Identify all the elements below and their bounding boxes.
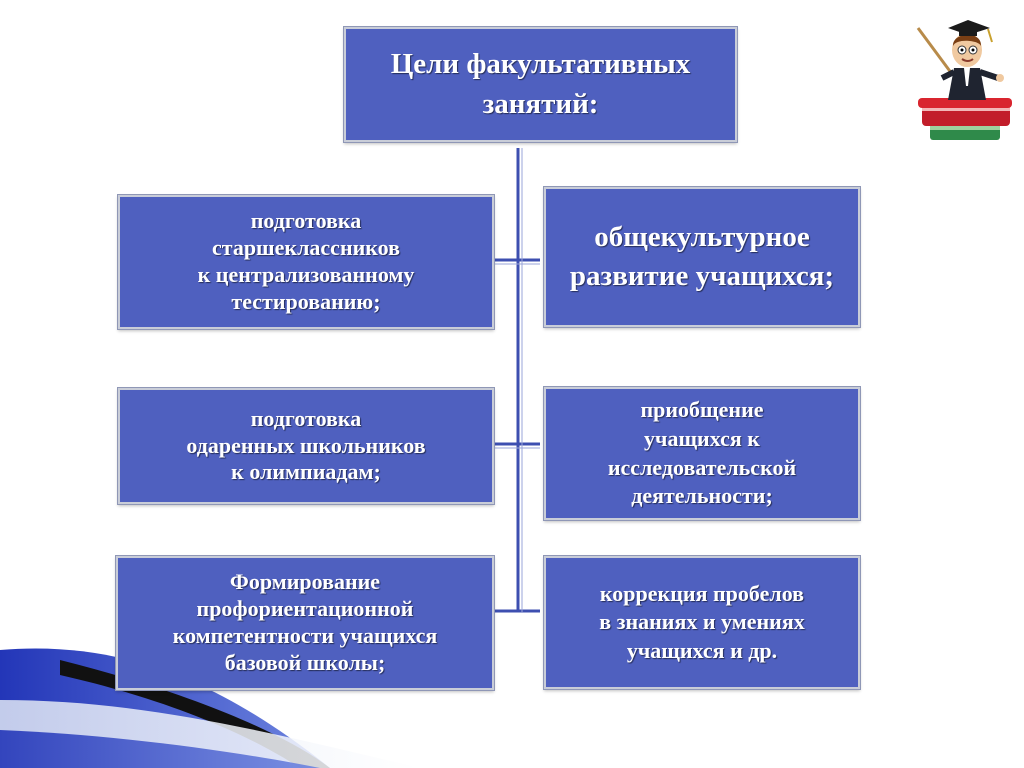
root-goals-title: Цели факультативных занятий:	[390, 48, 691, 120]
goal-text: коррекция пробелов в знаниях и умениях у…	[599, 580, 805, 663]
goal-box-right-3: коррекция пробелов в знаниях и умениях у…	[543, 555, 861, 690]
goal-text: подготовка одаренных школьников к олимпи…	[186, 405, 426, 485]
goal-text: общекультурное развитие учащихся;	[569, 220, 835, 292]
goal-text: подготовка старшеклассников к централизо…	[197, 208, 415, 314]
goal-text: приобщение учащихся к исследовательской …	[607, 397, 797, 509]
goal-box-left-2: подготовка одаренных школьников к олимпи…	[117, 387, 495, 505]
root-goals-box: Цели факультативных занятий:	[343, 26, 738, 143]
goal-text: Формирование профориентационной компетен…	[172, 569, 438, 675]
goal-box-right-2: приобщение учащихся к исследовательской …	[543, 386, 861, 521]
goal-box-left-3: Формирование профориентационной компетен…	[115, 555, 495, 691]
goal-box-left-1: подготовка старшеклассников к централизо…	[117, 194, 495, 330]
teacher-on-books-icon	[916, 20, 1012, 140]
goal-box-right-1: общекультурное развитие учащихся;	[543, 186, 861, 328]
